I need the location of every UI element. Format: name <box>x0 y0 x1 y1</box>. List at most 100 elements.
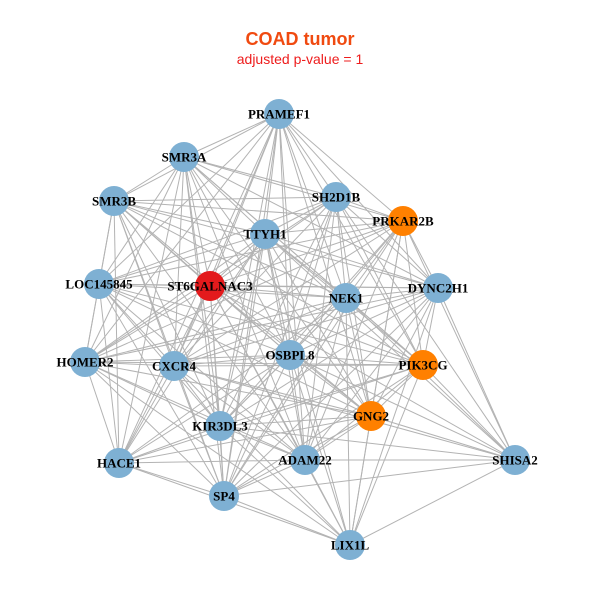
edge-smr3b-gng2 <box>113 200 372 417</box>
node-cxcr4[interactable]: CXCR4 <box>152 351 197 381</box>
node-nek1[interactable]: NEK1 <box>329 283 364 313</box>
edge-pramef1-smr3a <box>183 113 280 158</box>
edge-smr3b-kir3dl3 <box>113 200 221 427</box>
node-circle[interactable] <box>209 481 239 511</box>
node-label: KIR3DL3 <box>192 419 248 434</box>
node-circle[interactable] <box>205 411 235 441</box>
node-shisa2[interactable]: SHISA2 <box>492 445 538 475</box>
edge-osbpl8-adam22 <box>289 354 306 461</box>
node-circle[interactable] <box>84 269 114 299</box>
edge-homer2-hace1 <box>84 361 120 464</box>
edge-pramef1-gng2 <box>278 113 372 417</box>
edge-prkar2b-cxcr4 <box>173 220 404 367</box>
edge-nek1-shisa2 <box>345 297 516 461</box>
edge-homer2-pik3cg <box>84 361 424 366</box>
edge-pik3cg-shisa2 <box>422 364 516 461</box>
node-circle[interactable] <box>335 530 365 560</box>
node-circle[interactable] <box>290 445 320 475</box>
edge-smr3a-st6galnac3 <box>183 156 211 287</box>
node-st6galnac3[interactable]: ST6GALNAC3 <box>167 271 253 301</box>
node-label: SMR3B <box>92 194 136 209</box>
edge-prkar2b-st6galnac3 <box>209 220 404 287</box>
node-adam22[interactable]: ADAM22 <box>278 445 332 475</box>
edge-hace1-adam22 <box>118 459 306 464</box>
node-label: ST6GALNAC3 <box>167 279 253 294</box>
node-circle[interactable] <box>500 445 530 475</box>
edge-nek1-pik3cg <box>345 297 424 366</box>
node-label: LOC145845 <box>65 277 133 292</box>
node-homer2[interactable]: HOMER2 <box>56 347 114 377</box>
edge-nek1-adam22 <box>304 297 347 461</box>
node-circle[interactable] <box>169 142 199 172</box>
node-circle[interactable] <box>423 273 453 303</box>
edge-nek1-homer2 <box>84 297 347 363</box>
edge-loc145845-cxcr4 <box>98 283 175 367</box>
node-circle[interactable] <box>70 347 100 377</box>
edge-nek1-gng2 <box>345 297 372 417</box>
edge-st6galnac3-pik3cg <box>209 285 424 366</box>
edge-ttyh1-shisa2 <box>264 233 516 461</box>
edge-pramef1-sh2d1b <box>278 113 337 198</box>
node-label: NEK1 <box>329 291 364 306</box>
node-label: PRAMEF1 <box>248 107 310 122</box>
node-label: ADAM22 <box>278 453 331 468</box>
edge-osbpl8-kir3dl3 <box>219 354 291 427</box>
node-pramef1[interactable]: PRAMEF1 <box>248 99 310 129</box>
node-circle[interactable] <box>99 186 129 216</box>
edge-sh2d1b-loc145845 <box>98 196 337 285</box>
edge-pramef1-dync2h1 <box>278 113 439 289</box>
edge-sh2d1b-osbpl8 <box>289 196 337 356</box>
edge-smr3a-sh2d1b <box>183 156 337 198</box>
edge-cxcr4-hace1 <box>118 365 175 464</box>
node-circle[interactable] <box>264 99 294 129</box>
node-circle[interactable] <box>388 206 418 236</box>
node-circle[interactable] <box>104 448 134 478</box>
node-loc145845[interactable]: LOC145845 <box>65 269 133 299</box>
edge-pik3cg-lix1l <box>349 364 424 546</box>
node-dync2h1[interactable]: DYNC2H1 <box>408 273 469 303</box>
edge-loc145845-kir3dl3 <box>98 283 221 427</box>
node-smr3b[interactable]: SMR3B <box>92 186 136 216</box>
edge-smr3b-sh2d1b <box>113 196 337 202</box>
node-pik3cg[interactable]: PIK3CG <box>398 350 448 380</box>
node-circle[interactable] <box>356 401 386 431</box>
edge-st6galnac3-dync2h1 <box>209 285 439 289</box>
edge-sh2d1b-pik3cg <box>335 196 424 366</box>
edge-prkar2b-loc145845 <box>98 220 404 285</box>
node-circle[interactable] <box>250 219 280 249</box>
node-kir3dl3[interactable]: KIR3DL3 <box>192 411 248 441</box>
edge-st6galnac3-osbpl8 <box>209 285 291 356</box>
node-circle[interactable] <box>408 350 438 380</box>
node-circle[interactable] <box>331 283 361 313</box>
node-label: SP4 <box>213 489 235 504</box>
edge-osbpl8-gng2 <box>289 354 372 417</box>
edge-pik3cg-kir3dl3 <box>219 364 424 427</box>
edge-cxcr4-osbpl8 <box>173 354 291 367</box>
node-hace1[interactable]: HACE1 <box>97 448 141 478</box>
node-circle[interactable] <box>275 340 305 370</box>
edge-st6galnac3-homer2 <box>84 285 211 363</box>
edge-dync2h1-cxcr4 <box>173 287 439 367</box>
node-circle[interactable] <box>159 351 189 381</box>
node-prkar2b[interactable]: PRKAR2B <box>372 206 434 236</box>
edge-loc145845-pik3cg <box>98 283 424 366</box>
node-circle[interactable] <box>195 271 225 301</box>
node-osbpl8[interactable]: OSBPL8 <box>265 340 315 370</box>
edge-smr3a-ttyh1 <box>183 156 266 235</box>
edge-pramef1-cxcr4 <box>173 113 280 367</box>
node-circle[interactable] <box>321 182 351 212</box>
edge-gng2-lix1l <box>349 415 372 546</box>
node-sh2d1b[interactable]: SH2D1B <box>312 182 361 212</box>
edge-cxcr4-adam22 <box>173 365 306 461</box>
node-ttyh1[interactable]: TTYH1 <box>243 219 287 249</box>
edge-gng2-hace1 <box>118 415 372 464</box>
node-smr3a[interactable]: SMR3A <box>162 142 207 172</box>
node-lix1l[interactable]: LIX1L <box>331 530 370 560</box>
node-sp4[interactable]: SP4 <box>209 481 239 511</box>
node-label: HACE1 <box>97 456 141 471</box>
node-gng2[interactable]: GNG2 <box>353 401 389 431</box>
edge-prkar2b-shisa2 <box>402 220 516 461</box>
edge-ttyh1-cxcr4 <box>173 233 266 367</box>
